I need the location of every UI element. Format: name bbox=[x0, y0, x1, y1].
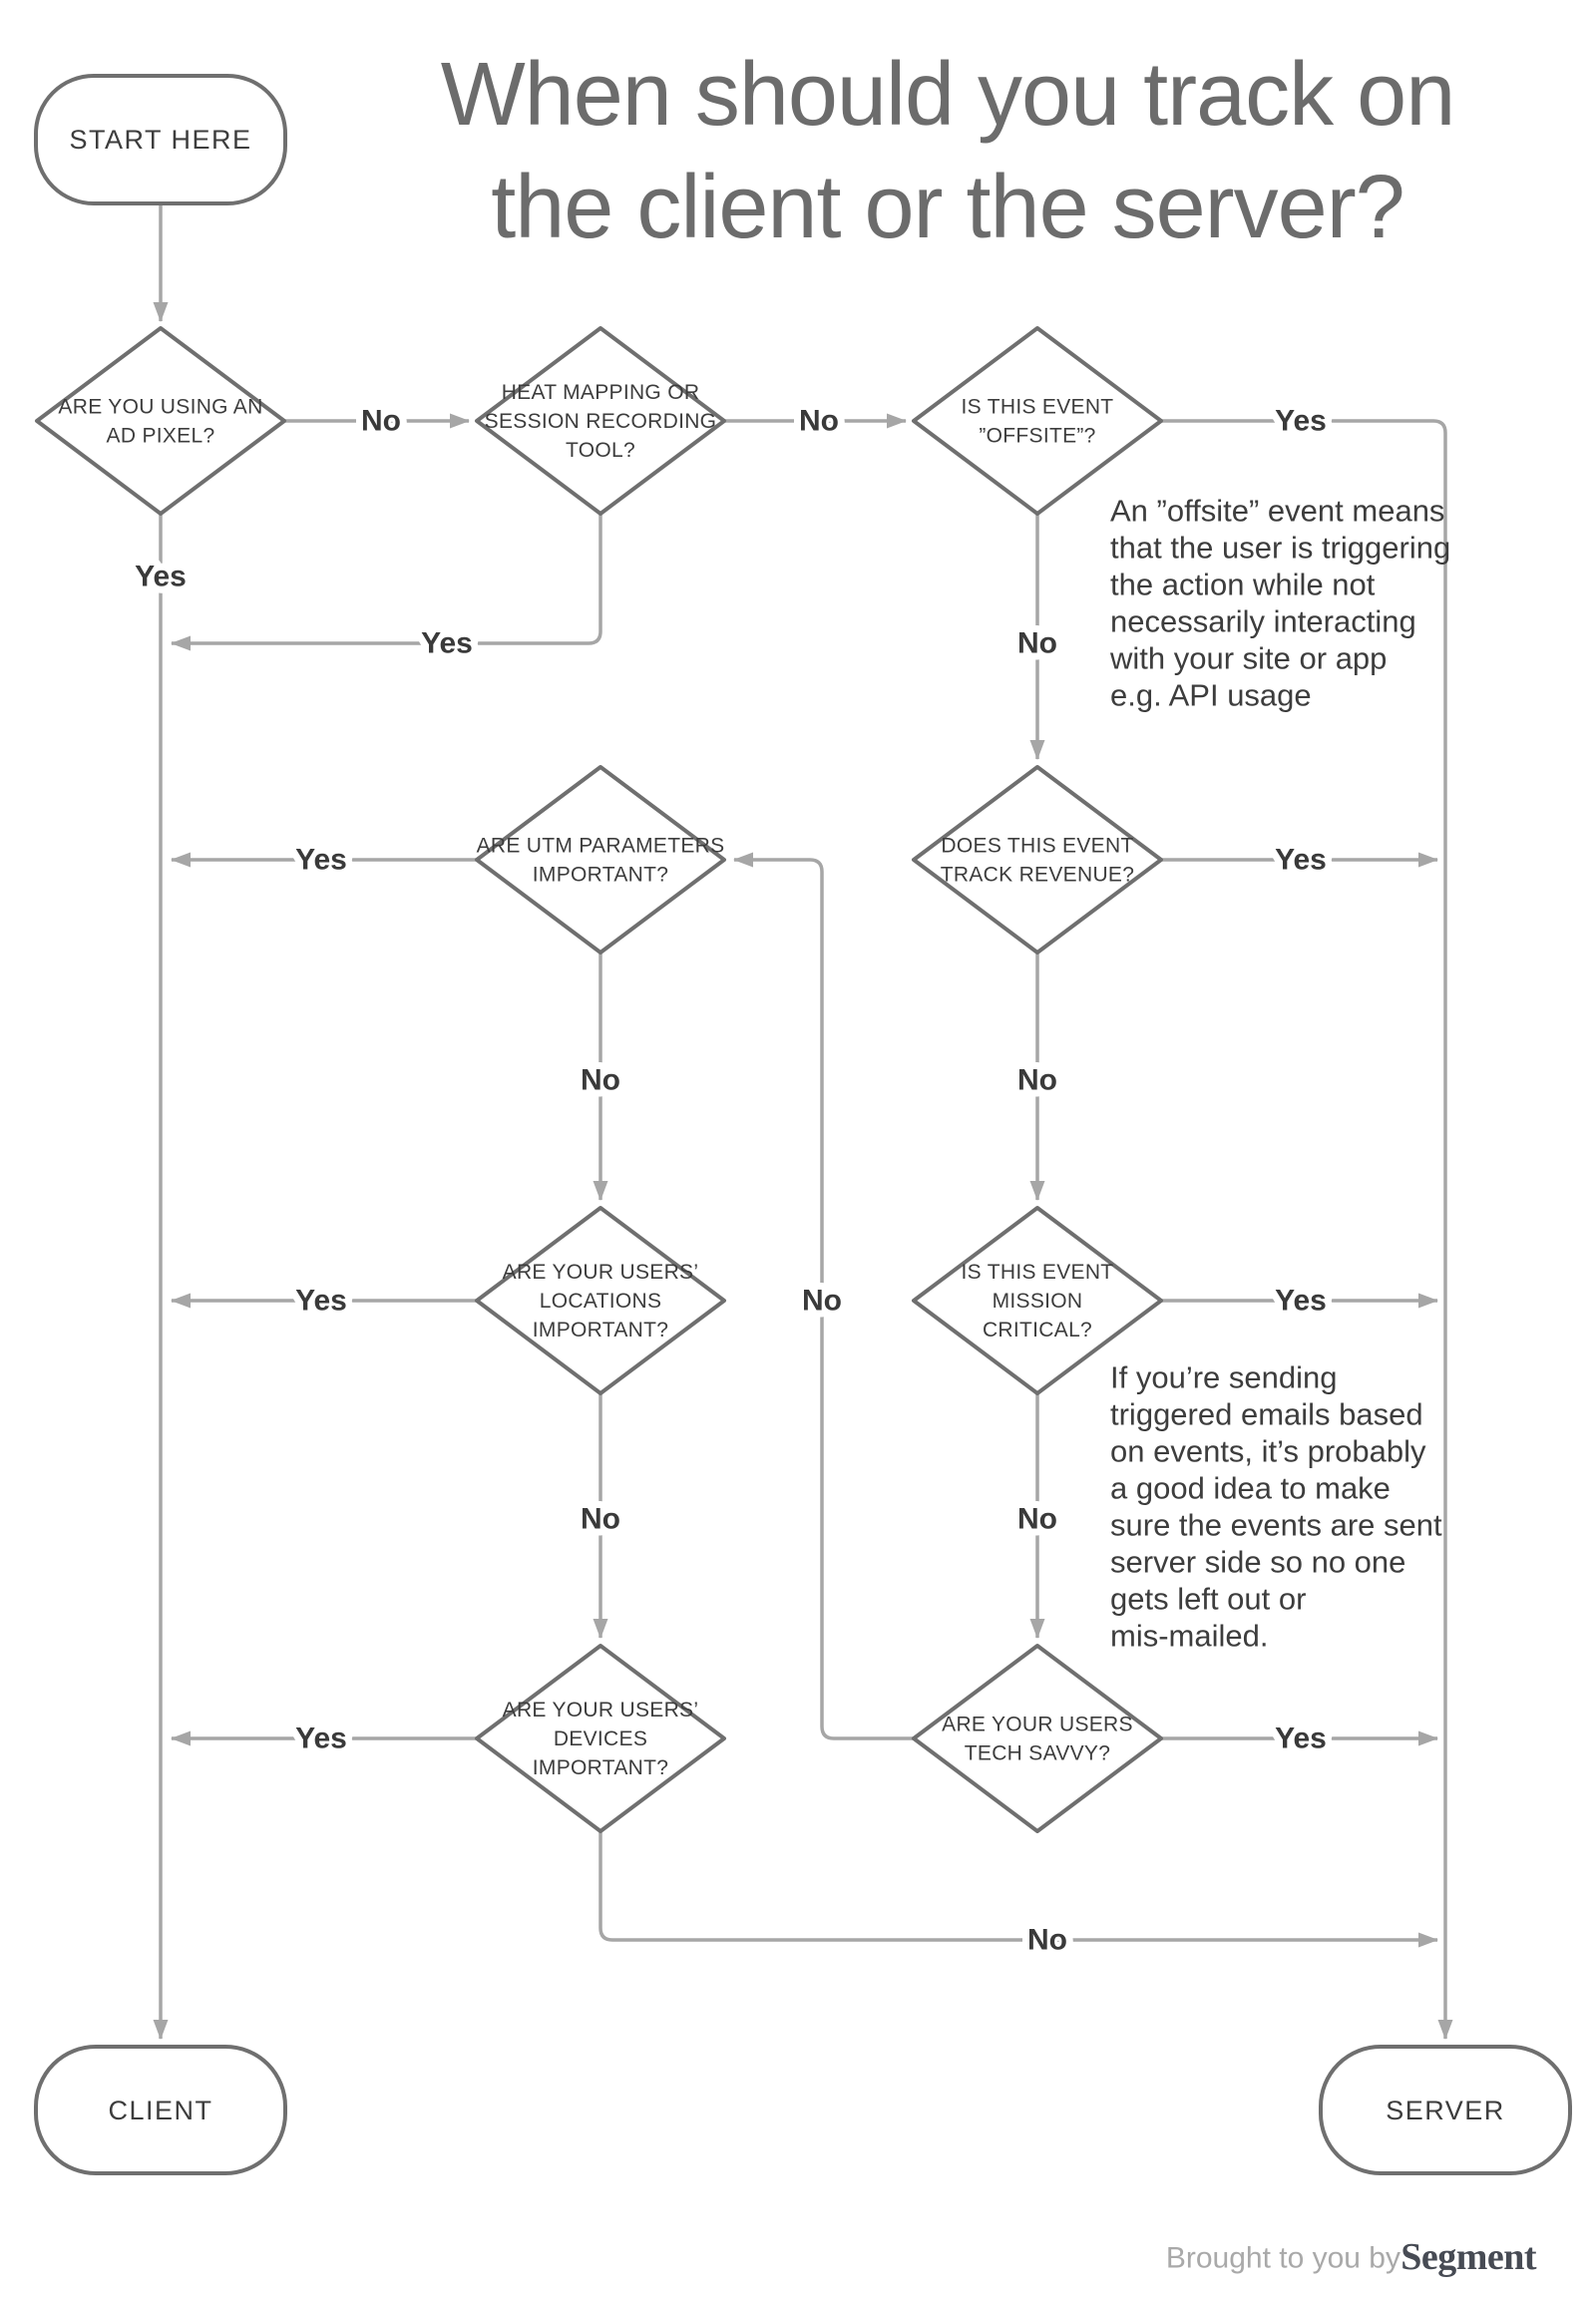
client-terminator bbox=[34, 2045, 287, 2175]
edge-label-locations-no: No bbox=[581, 1503, 620, 1536]
edge-label-adpixel-yes: Yes bbox=[135, 561, 187, 593]
edge-label-revenue-yes: Yes bbox=[1275, 844, 1327, 877]
edge-techsavvy-no-return bbox=[733, 852, 914, 1740]
decision-utm bbox=[475, 765, 726, 955]
edge-label-heatmapping-yes: Yes bbox=[421, 627, 473, 660]
page-title-line2: the client or the server? bbox=[491, 158, 1403, 257]
edge-label-heatmapping-no: No bbox=[799, 405, 839, 438]
decision-ad-pixel bbox=[35, 326, 286, 516]
offsite-label: IS THIS EVENT”OFFSITE”? bbox=[962, 395, 1114, 447]
connector-layer bbox=[153, 203, 1453, 2040]
decision-tech-savvy bbox=[912, 1644, 1163, 1833]
edge-label-techsavvy-yes: Yes bbox=[1275, 1723, 1327, 1755]
edge-devices-no-bottom bbox=[598, 1831, 1438, 1948]
decision-heat-mapping bbox=[475, 326, 726, 516]
footer-credit-text: Brought to you by bbox=[1166, 2242, 1400, 2275]
edge-label-techsavvy-no: No bbox=[802, 1285, 842, 1318]
edge-label-offsite-no: No bbox=[1017, 627, 1057, 660]
decision-mission-critical bbox=[912, 1206, 1163, 1395]
server-label: SERVER bbox=[1386, 2096, 1505, 2125]
edge-label-adpixel-no: No bbox=[361, 405, 401, 438]
edge-label-devices-no: No bbox=[1027, 1924, 1067, 1957]
edge-offsite-yes-server-trunk bbox=[1161, 419, 1453, 2040]
edge-label-devices-yes: Yes bbox=[295, 1723, 347, 1755]
decision-locations bbox=[475, 1206, 726, 1395]
start-label: START HERE bbox=[69, 125, 251, 155]
edge-label-critical-no: No bbox=[1017, 1503, 1057, 1536]
edge-label-utm-no: No bbox=[581, 1064, 620, 1097]
edge-label-critical-yes: Yes bbox=[1275, 1285, 1327, 1318]
decision-revenue bbox=[912, 765, 1163, 955]
edge-label-utm-yes: Yes bbox=[295, 844, 347, 877]
start-terminator bbox=[34, 74, 287, 205]
segment-logo: Segment bbox=[1400, 2236, 1537, 2278]
client-label: CLIENT bbox=[108, 2096, 212, 2125]
edge-label-revenue-no: No bbox=[1017, 1064, 1057, 1097]
decision-offsite bbox=[912, 326, 1163, 516]
edge-label-locations-yes: Yes bbox=[295, 1285, 347, 1318]
shape-layer bbox=[34, 74, 1572, 2175]
page-title-line1: When should you track on bbox=[441, 45, 1455, 145]
server-terminator bbox=[1319, 2045, 1572, 2175]
edge-heatmapping-yes-return bbox=[171, 514, 602, 651]
edge-label-offsite-yes: Yes bbox=[1275, 405, 1327, 438]
decision-devices bbox=[475, 1644, 726, 1833]
